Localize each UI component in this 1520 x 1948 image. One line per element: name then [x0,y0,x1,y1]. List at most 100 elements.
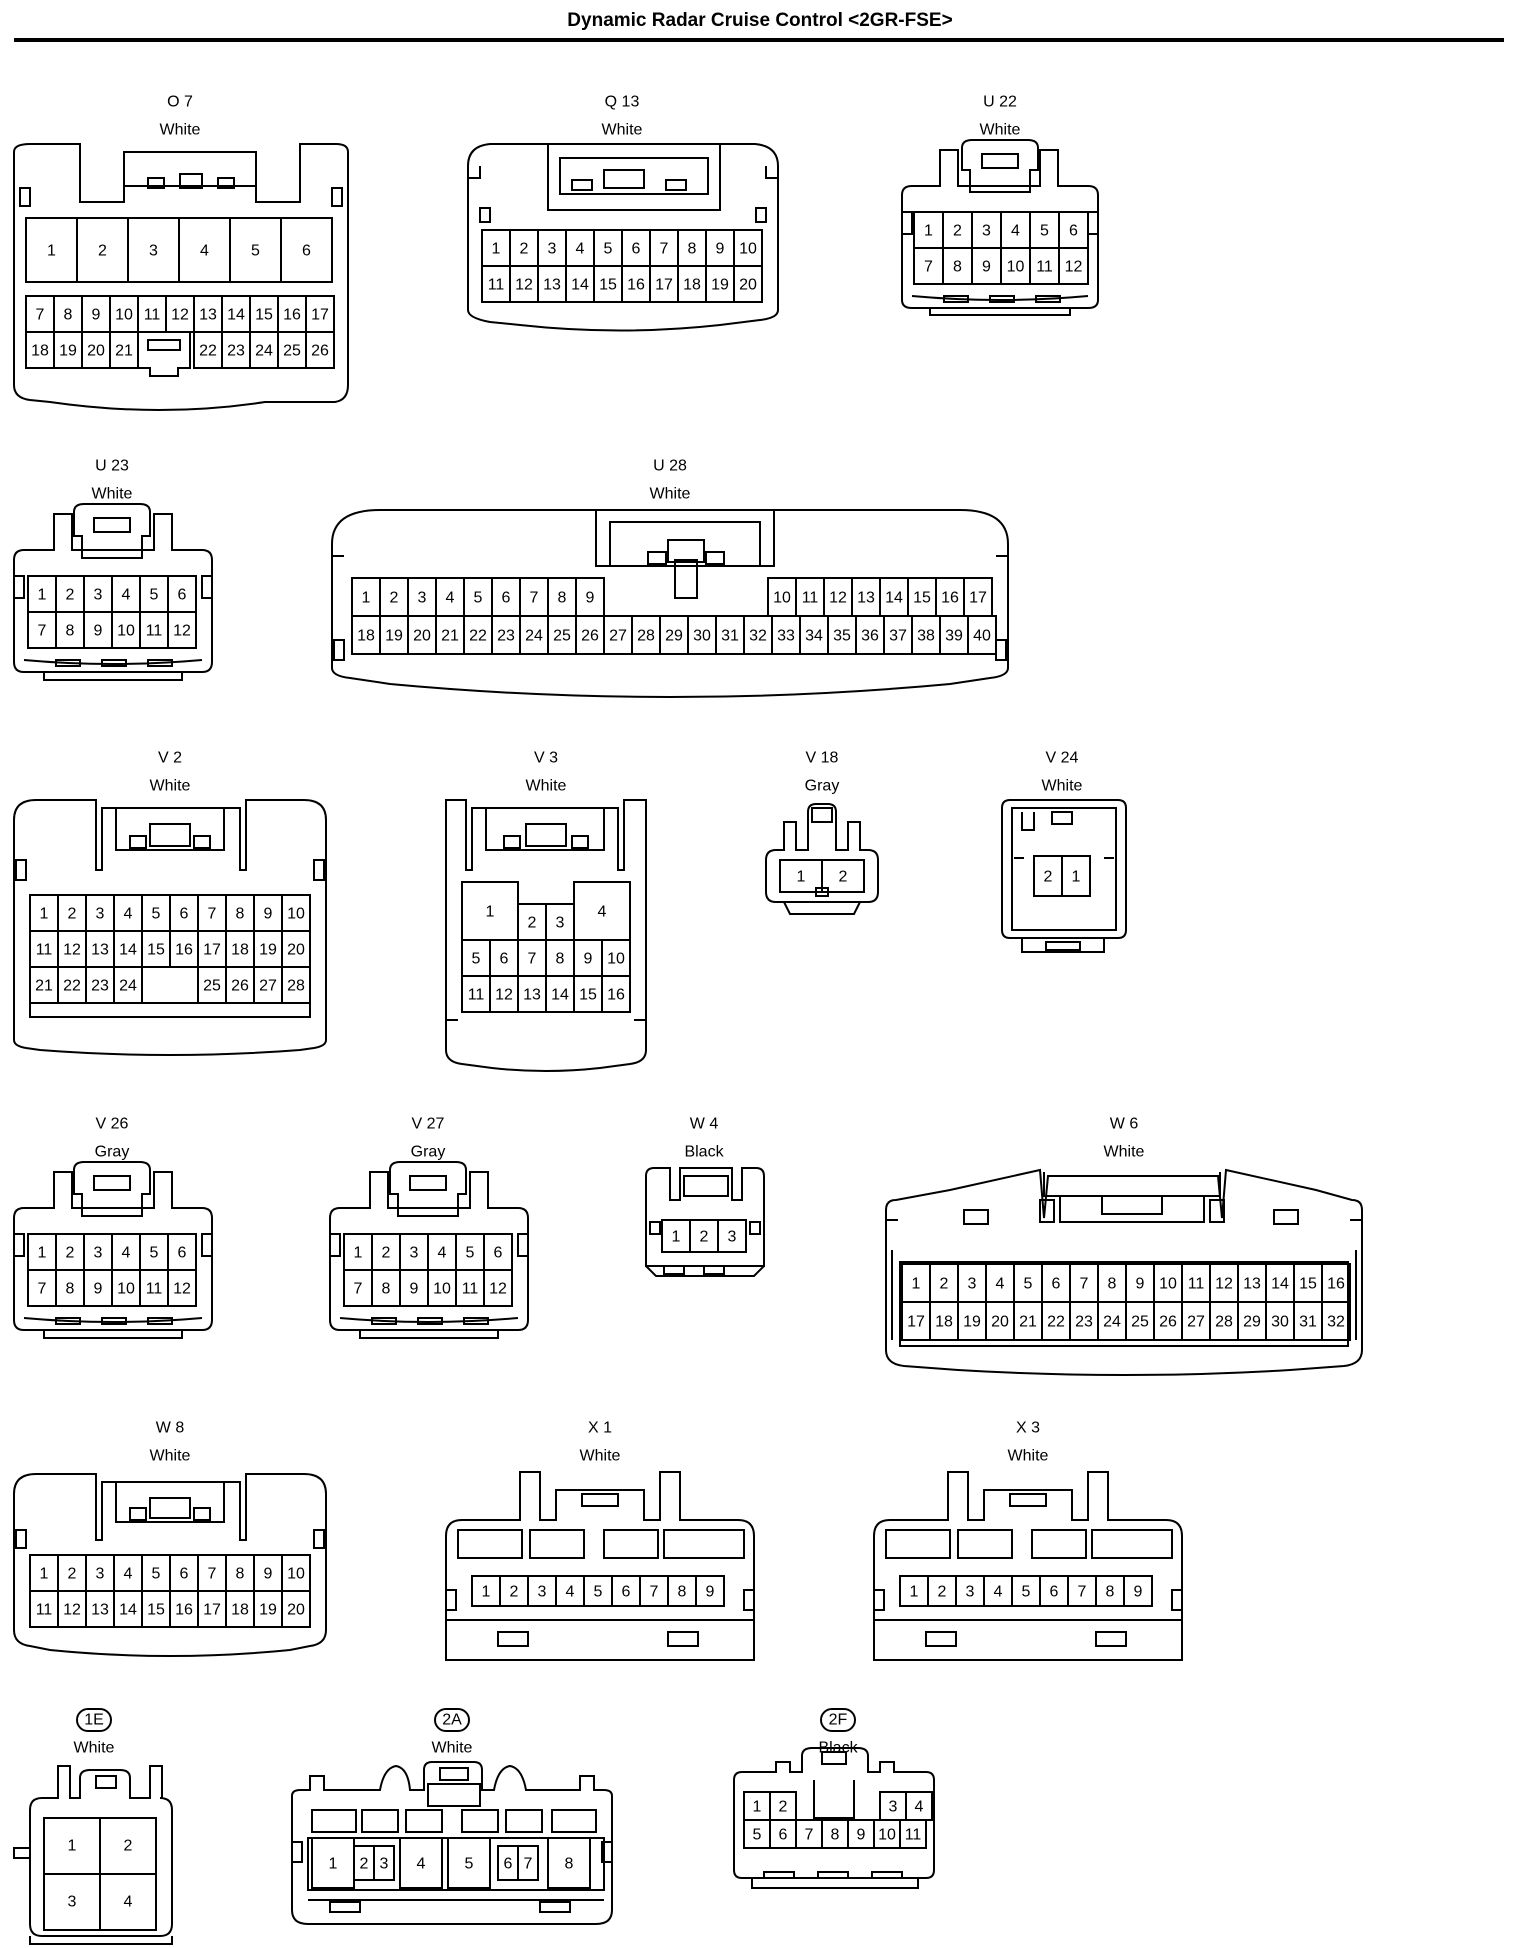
pin-number: 11 [905,1827,922,1844]
housing-part [925,1631,957,1647]
housing-part [447,1837,491,1889]
pin-number: 5 [150,587,159,604]
housing-outline [43,1330,183,1339]
pin-number: 2 [390,590,399,607]
housing-part [749,1221,761,1235]
housing-part [755,207,767,223]
pin-number: 12 [1065,259,1083,276]
housing-outline [291,1761,613,1925]
housing-part [409,1175,447,1191]
pin-number: 19 [259,942,277,959]
pin-number: 32 [1327,1314,1345,1331]
pin-number: 3 [380,1856,389,1873]
housing-part [1095,1631,1127,1647]
pin-number: 15 [913,590,931,607]
housing-part [517,1845,539,1881]
housing-part [167,1269,197,1307]
pin-number: 4 [598,904,607,921]
pin-number: 1 [486,904,495,921]
housing-part [989,295,1015,303]
housing-part [427,1783,481,1807]
housing-outline [1021,812,1035,831]
pin-number: 6 [1069,223,1078,240]
pin-number: 4 [915,1799,924,1816]
pin-number: 33 [777,628,795,645]
pin-number: 2 [510,1584,519,1601]
pin-number: 18 [231,942,249,959]
housing-part [817,1871,849,1879]
housing-part [147,339,181,351]
pin-number: 10 [433,1281,451,1298]
housing-part [95,1775,117,1789]
housing-part [1123,1575,1153,1607]
housing-part [15,1529,27,1549]
connector-color: Gray [411,1144,446,1161]
housing-part [601,975,631,1013]
housing-part [281,1590,311,1628]
housing-outline [901,149,1099,309]
pin-number: 9 [706,1584,715,1601]
housing-part [571,179,593,191]
pin-number: 5 [1024,1276,1033,1293]
housing-outline [645,1265,765,1277]
pin-number: 10 [878,1827,896,1844]
pin-number: 2 [66,587,75,604]
housing-outline [13,1171,213,1331]
pin-number: 29 [1243,1314,1261,1331]
housing-outline [873,1471,1183,1661]
housing-part [1209,1199,1225,1223]
housing-outline [23,1317,203,1323]
housing-outline [645,1167,765,1267]
pin-number: 2 [360,1856,369,1873]
pin-number: 20 [991,1314,1009,1331]
housing-part [93,517,131,533]
pin-number: 11 [144,307,161,324]
pin-number: 5 [150,1245,159,1262]
pin-number: 5 [753,1827,762,1844]
housing-part [663,1529,745,1559]
pin-number: 14 [571,277,589,294]
housing-outline [329,1171,529,1331]
pin-number: 5 [1040,223,1049,240]
pin-number: 1 [492,241,501,258]
housing-part [13,575,25,599]
housing-part [1051,811,1073,825]
pin-number: 23 [497,628,515,645]
connector-color: Gray [805,778,840,795]
pin-number: 3 [982,223,991,240]
pin-number: 8 [66,623,75,640]
pin-number: 28 [637,628,655,645]
housing-outline [1021,938,1105,953]
pin-number: 6 [1050,1584,1059,1601]
pin-number: 22 [1047,1314,1065,1331]
pin-number: 40 [973,628,991,645]
pin-number: 4 [200,243,209,260]
housing-outline [23,659,203,665]
housing-part [445,1589,457,1611]
pin-number: 10 [287,1566,305,1583]
housing-outline [73,503,151,559]
pin-number: 8 [1108,1276,1117,1293]
pin-number: 3 [149,243,158,260]
pin-number: 14 [119,942,137,959]
pin-number: 12 [1215,1276,1233,1293]
pin-number: 5 [465,1856,474,1873]
pin-number: 2 [1044,869,1053,886]
pin-number: 21 [35,978,53,995]
pin-number: 19 [259,1602,277,1619]
connector-id: X 1 [588,1420,612,1437]
housing-part [885,1529,951,1559]
housing-part [101,659,127,667]
pin-number: 6 [180,1566,189,1583]
housing-part [463,1317,489,1325]
housing-part [313,859,325,881]
pin-number: 15 [147,1602,165,1619]
pin-number: 16 [283,307,301,324]
pin-number: 8 [565,1856,574,1873]
housing-part [503,835,521,849]
housing-part [305,331,335,369]
